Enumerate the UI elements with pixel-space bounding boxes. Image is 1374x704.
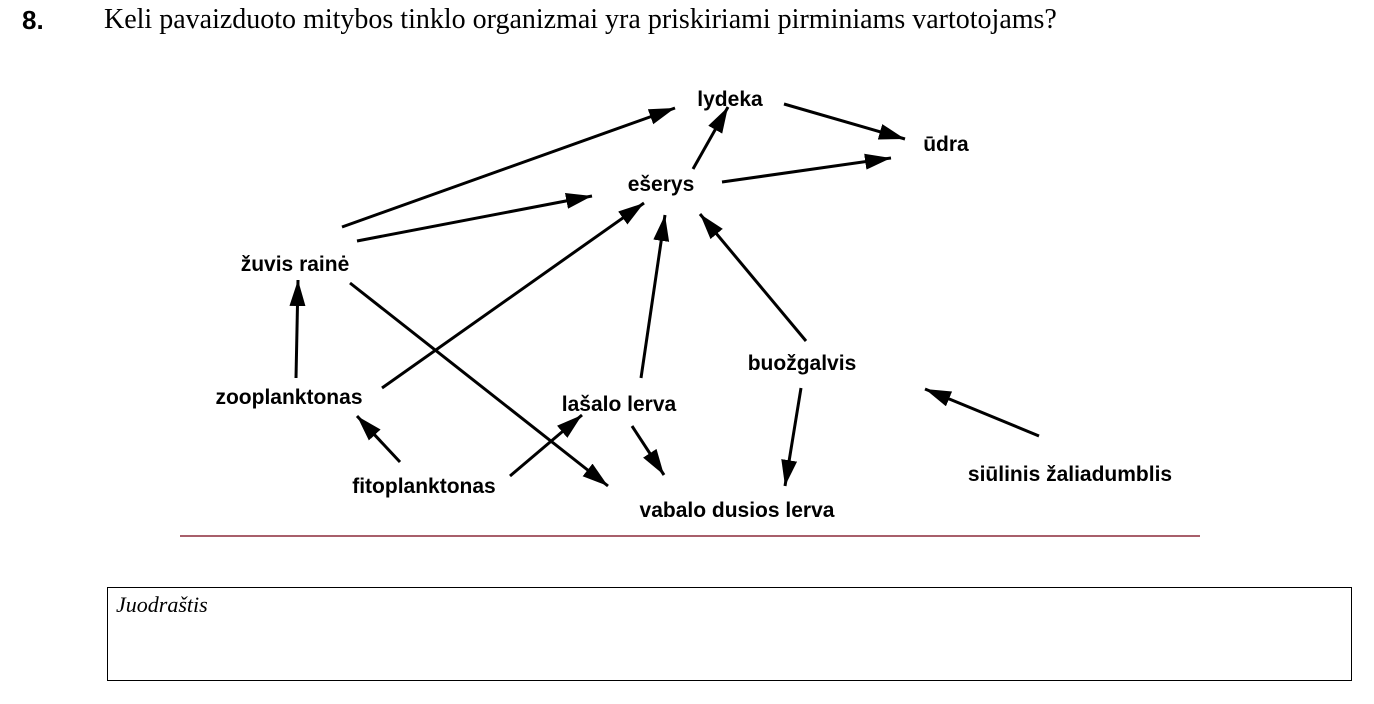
node-udra: ūdra [923,133,969,156]
draft-area[interactable]: Juodraštis [107,587,1352,681]
node-lydeka: lydeka [697,88,763,111]
node-zooplanktonas: zooplanktonas [215,386,362,409]
node-siulinis-zaliadumblis: siūlinis žaliadumblis [968,463,1172,486]
node-buozgalvis: buožgalvis [748,352,857,375]
arrow-zuvis-raine-to-lydeka [341,106,676,229]
node-fitoplanktonas: fitoplanktonas [352,475,496,498]
arrow-zooplanktonas-to-zuvis-raine [289,279,306,379]
node-lasalo-lerva: lašalo lerva [562,393,677,416]
arrow-buozgalvis-to-eserys [698,213,808,342]
arrow-zuvis-raine-to-eserys [356,193,593,243]
draft-label: Juodraštis [116,592,208,617]
node-eserys: ešerys [628,173,695,196]
arrow-lydeka-to-udra [783,102,906,141]
arrow-eserys-to-lydeka [691,106,730,170]
food-web-arrows [289,102,1040,488]
node-vabalo-dusios-lerva: vabalo dusios lerva [640,499,835,522]
arrow-lasalo-lerva-to-vabalo-dusios-lerva [630,425,666,476]
arrow-eserys-to-udra [721,153,892,184]
question-text: Keli pavaizduoto mitybos tinklo organizm… [104,4,1057,35]
arrow-fitoplanktonas-to-zooplanktonas [355,414,402,464]
arrow-zooplanktonas-to-eserys [381,201,645,390]
arrow-siulinis-zaliadumblis-to-buozgalvis [924,387,1040,438]
food-web-nodes: lydeka ūdra ešerys žuvis rainė zooplankt… [215,88,1172,522]
arrow-lasalo-lerva-to-eserys [639,214,670,379]
arrow-fitoplanktonas-to-lasalo-lerva [509,413,583,478]
arrow-zuvis-raine-to-vabalo-dusios-lerva [349,281,609,488]
question-number: 8. [22,5,44,35]
arrow-buozgalvis-to-vabalo-dusios-lerva [781,387,803,487]
node-zuvis-raine: žuvis rainė [241,253,350,276]
